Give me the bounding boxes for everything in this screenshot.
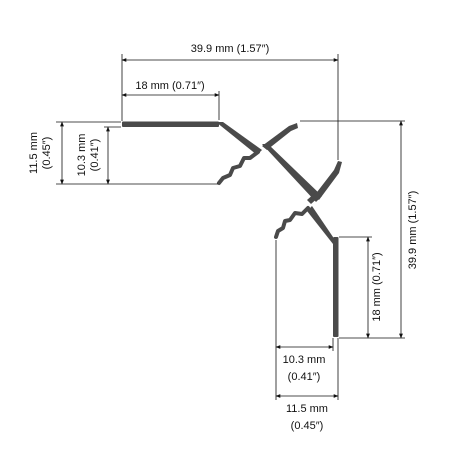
right-flange [333,237,339,337]
bottom-inner-mm: 10.3 mm [283,354,326,366]
lower-cross-arm [314,161,342,200]
upper-serrated-leg [217,150,260,185]
left-inner-in: (0.41″) [89,139,101,172]
dimension-labels: 39.9 mm (1.57″) 18 mm (0.71″) 11.5 mm (0… [28,43,419,432]
right-flange-label: 18 mm (0.71″) [371,252,383,321]
lower-serrated-leg [274,206,310,239]
upper-diagonal-web [216,122,262,155]
bottom-inner-in: (0.41″) [288,371,321,383]
left-inner-label: 10.3 mm (0.41″) [76,134,101,177]
top-flange-label: 18 mm (0.71″) [135,80,204,92]
lower-diagonal-web [307,206,333,244]
dimension-lines [56,54,405,400]
total-height-label: 39.9 mm (1.57″) [407,191,419,269]
left-outer-mm: 11.5 mm [28,132,40,174]
upper-cross-arm [262,123,298,150]
total-width-label: 39.9 mm (1.57″) [191,43,269,55]
main-diagonal-spine [262,144,322,202]
bottom-outer-in: (0.45″) [291,420,324,432]
bottom-outer-mm: 11.5 mm [286,403,328,415]
junction-hook [307,192,320,204]
top-flange [122,121,219,127]
left-outer-label: 11.5 mm (0.45″) [28,132,53,174]
aluminium-profile [122,121,342,337]
left-outer-in: (0.45″) [41,137,53,170]
left-inner-mm: 10.3 mm [76,134,88,177]
